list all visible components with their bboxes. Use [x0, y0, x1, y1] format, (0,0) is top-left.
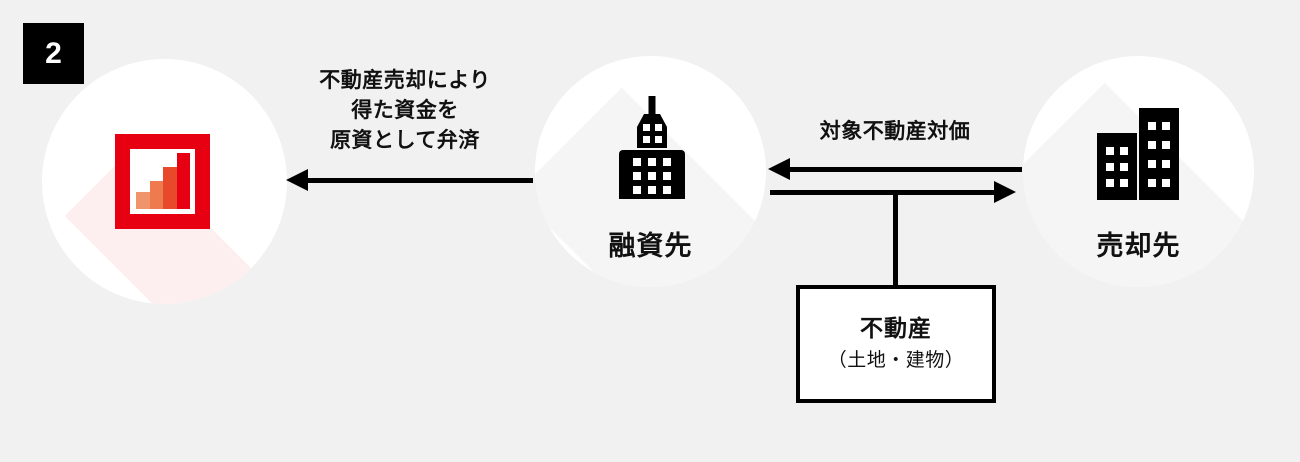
caption-line: 原資として弁済 [330, 128, 480, 152]
node-label-buyer: 売却先 [1096, 231, 1181, 261]
edge-caption-repayment: 不動産売却により 得た資金を 原資として弁済 [290, 66, 520, 155]
chart-icon-bars [136, 153, 190, 209]
chart-bar-3 [163, 167, 177, 209]
asset-box: 不動産 （土地・建物） [796, 285, 996, 403]
chart-bar-2 [149, 181, 163, 209]
caption-line: 不動産売却により [319, 69, 491, 92]
bar-chart-icon [115, 134, 210, 229]
node-buyer [1023, 56, 1254, 287]
asset-connector-line [893, 190, 898, 288]
asset-box-title: 不動産 [860, 315, 932, 342]
node-label-lender: 融資先 [608, 231, 693, 261]
step-number-badge: 2 [23, 23, 84, 84]
caption-line: 得た資金を [351, 98, 459, 122]
price-arrow-line-right [770, 190, 996, 195]
repayment-arrow-head [286, 169, 308, 191]
chart-bar-1 [136, 192, 150, 209]
chart-bar-4 [176, 153, 190, 209]
office-buildings-icon [1097, 108, 1183, 200]
repayment-arrow-line [305, 178, 533, 183]
caption-line: 対象不動産対価 [819, 120, 971, 143]
price-arrow-head-left [768, 158, 790, 180]
edge-caption-price: 対象不動産対価 [780, 117, 1010, 147]
tower-building-icon [617, 96, 687, 200]
price-arrow-head-right [994, 181, 1016, 203]
asset-box-subtitle: （土地・建物） [827, 349, 965, 371]
price-arrow-line-left [788, 167, 1022, 172]
